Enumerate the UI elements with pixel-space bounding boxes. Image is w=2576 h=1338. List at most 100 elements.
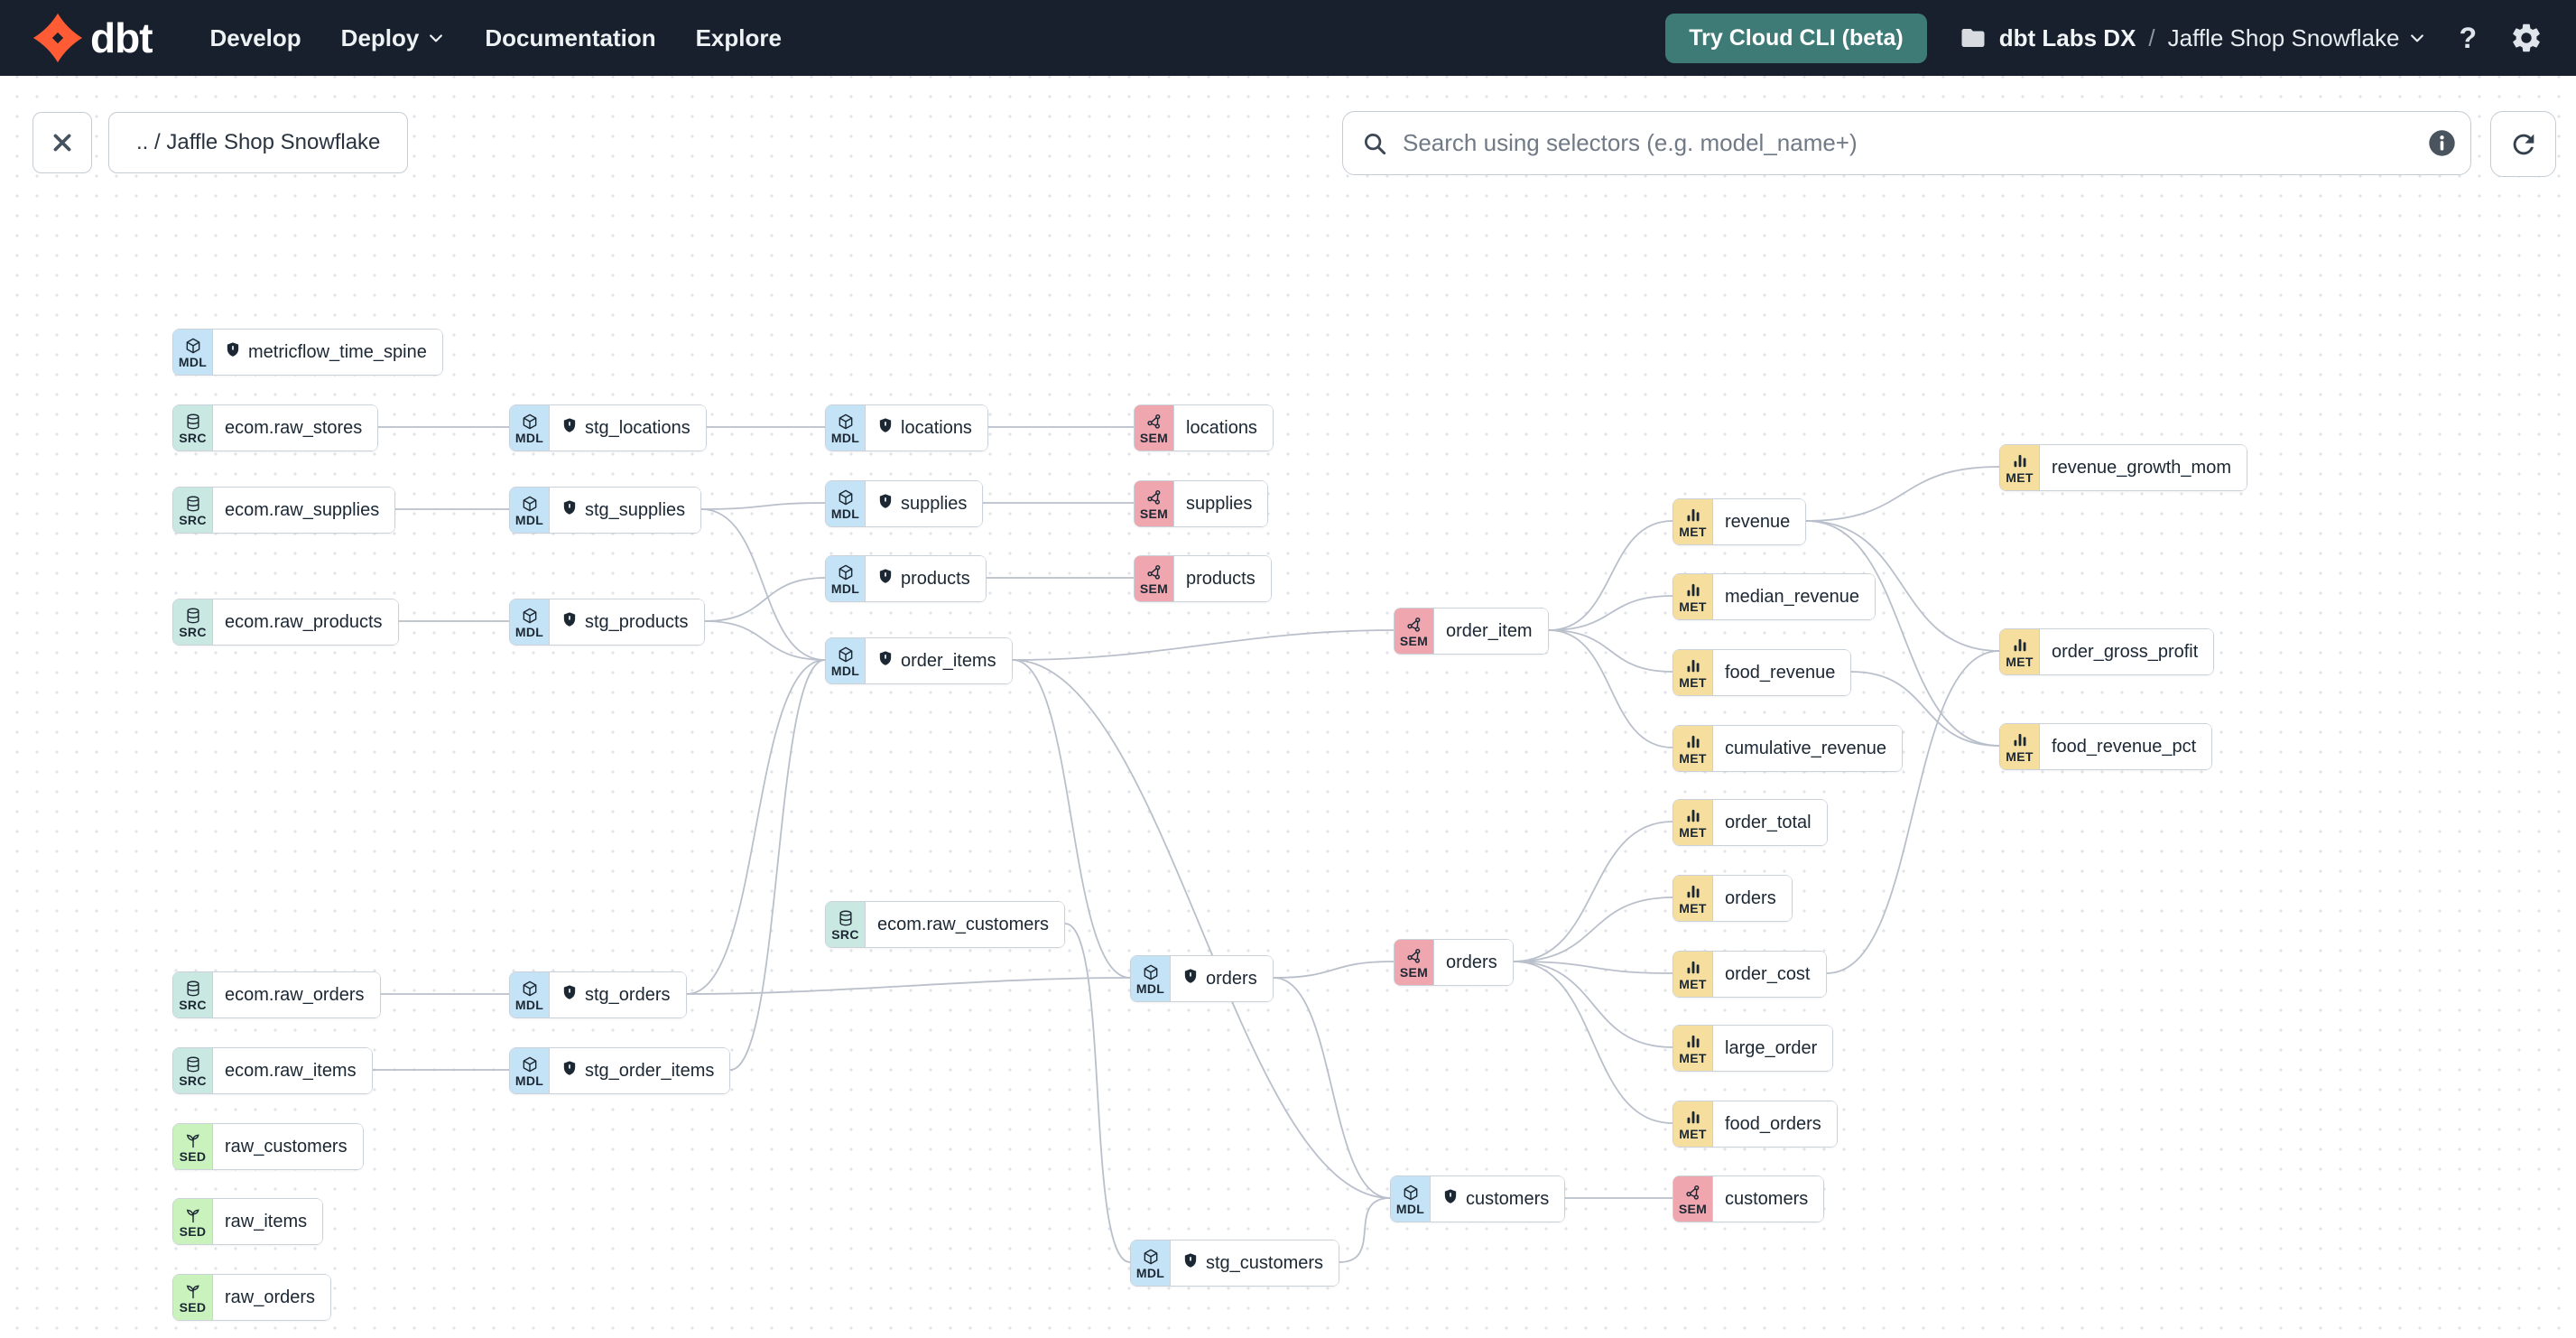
lineage-edge — [1548, 595, 1673, 631]
shield-icon — [877, 650, 894, 672]
node-type-badge: MET — [1673, 574, 1713, 619]
node-label: orders — [1434, 940, 1513, 985]
node-label: ecom.raw_supplies — [213, 488, 395, 533]
node-type-label: SRC — [179, 1073, 207, 1088]
folder-icon — [1961, 29, 1985, 47]
project-selector[interactable]: Jaffle Shop Snowflake — [2168, 24, 2427, 52]
lineage-breadcrumb[interactable]: .. / Jaffle Shop Snowflake — [108, 112, 409, 173]
node-label: order_item — [1434, 609, 1548, 654]
lineage-edge — [1548, 629, 1673, 673]
node-type-label: MDL — [1395, 1201, 1425, 1216]
node-type-label: MDL — [830, 581, 860, 596]
help-icon[interactable]: ? — [2459, 21, 2477, 54]
model-icon — [184, 337, 202, 355]
node-label: median_revenue — [1713, 574, 1875, 619]
lineage-edge — [1548, 520, 1673, 631]
account-name[interactable]: dbt Labs DX — [1998, 23, 2136, 51]
node-type-label: SEM — [1399, 964, 1429, 980]
node-label: ecom.raw_items — [213, 1048, 372, 1093]
try-cloud-cli-button[interactable]: Try Cloud CLI (beta) — [1665, 13, 1927, 63]
node-type-label: MET — [2006, 748, 2034, 764]
node-type-label: MDL — [178, 354, 208, 369]
graph-node-met_median_revenue[interactable]: MET median_revenue — [1673, 573, 1876, 620]
shield-icon — [1442, 1188, 1459, 1210]
shield-icon — [877, 417, 894, 439]
chevron-down-icon — [2411, 34, 2424, 42]
model-icon — [1142, 1248, 1160, 1266]
node-label: stg_supplies — [550, 488, 701, 533]
nav-item-develop[interactable]: Develop — [209, 23, 301, 51]
node-label: stg_locations — [550, 405, 706, 451]
node-type-badge: MET — [1673, 800, 1713, 845]
node-type-label: MET — [1679, 599, 1707, 614]
source-icon — [184, 607, 202, 625]
node-type-badge: MDL — [510, 1048, 550, 1093]
lineage-edge — [1012, 659, 1131, 979]
lineage-edge — [700, 502, 826, 510]
search-input[interactable] — [1401, 128, 2428, 158]
node-type-label: MET — [1679, 750, 1707, 766]
dbt-logo[interactable]: dbt — [32, 13, 153, 63]
node-label: large_order — [1713, 1026, 1833, 1071]
semantic-model-icon — [1145, 413, 1163, 431]
node-type-badge: MET — [1673, 952, 1713, 997]
nav-item-deploy[interactable]: Deploy — [341, 24, 446, 52]
node-type-badge: SEM — [1673, 1176, 1713, 1222]
graph-node-sem_orders[interactable]: SEM orders — [1394, 939, 1514, 986]
navbar-menu: Develop Deploy Documentation Explore — [210, 24, 782, 52]
shield-icon — [1182, 968, 1199, 990]
node-type-label: SED — [179, 1223, 207, 1239]
info-icon[interactable] — [2428, 129, 2456, 157]
node-label: ecom.raw_products — [213, 599, 398, 645]
lineage-edge — [1273, 977, 1391, 1199]
lineage-edge — [1805, 520, 2000, 747]
gear-icon[interactable] — [2509, 21, 2544, 55]
metric-icon — [2011, 731, 2029, 749]
close-button[interactable] — [32, 112, 92, 173]
nav-item-explore[interactable]: Explore — [695, 23, 782, 51]
node-type-badge: MET — [1673, 1026, 1713, 1071]
nav-item-documentation[interactable]: Documentation — [485, 23, 656, 51]
refresh-button[interactable] — [2490, 111, 2556, 177]
graph-node-src_items[interactable]: SRC ecom.raw_items — [172, 1047, 373, 1094]
node-type-label: MET — [1679, 976, 1707, 991]
